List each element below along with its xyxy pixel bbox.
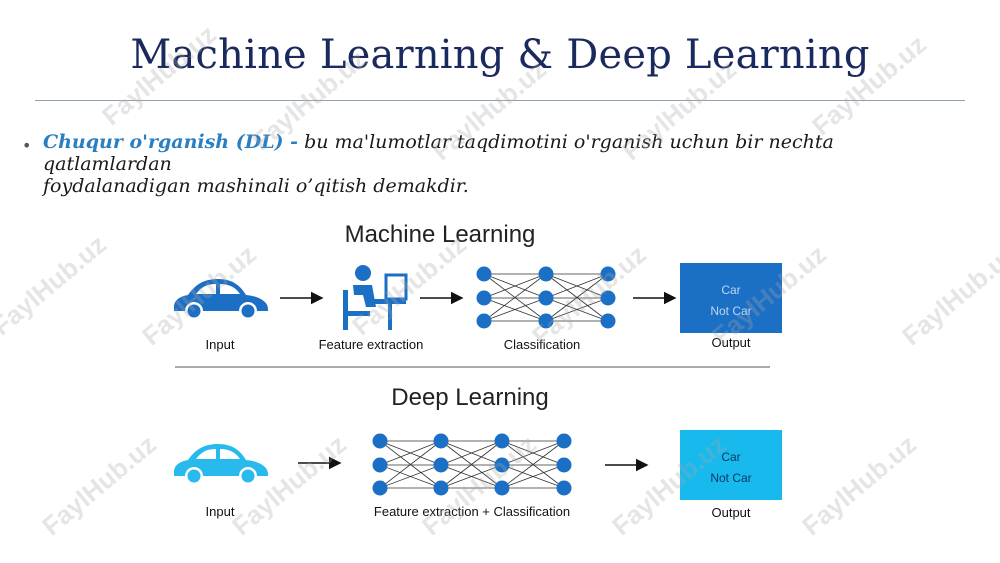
- dl-heading: Deep Learning: [391, 384, 548, 411]
- ml-output-label: Output: [711, 335, 750, 350]
- network-node: [538, 266, 554, 282]
- network-node: [600, 290, 616, 306]
- ml-heading: Machine Learning: [345, 221, 536, 248]
- network-connection: [501, 440, 565, 466]
- network-node: [600, 266, 616, 282]
- dl-input-label: Input: [206, 504, 235, 519]
- network-node: [556, 433, 572, 449]
- network-node: [433, 433, 449, 449]
- network-connection: [440, 464, 503, 489]
- watermark: FaylHub.uz: [0, 229, 112, 342]
- network-connection: [379, 440, 442, 466]
- ml-classification-label: Classification: [504, 337, 581, 352]
- ml-input-label: Input: [206, 337, 235, 352]
- network-node: [556, 457, 572, 473]
- network-connection: [483, 273, 547, 322]
- bullet-paragraph: Chuqur o'rganish (DL) - bu ma'lumotlar t…: [43, 131, 943, 197]
- ml-neural-network-icon: [476, 266, 616, 329]
- watermark: FaylHub.uz: [36, 429, 162, 542]
- bullet-text-line2: foydalanadigan mashinali o’qitish demakd…: [43, 175, 469, 197]
- slide-title: Machine Learning & Deep Learning: [130, 32, 870, 78]
- ml-output-car: Car: [721, 283, 740, 297]
- network-connection: [501, 464, 565, 489]
- ml-vs-dl-diagram: Machine Learning Input Feature extractio…: [150, 215, 850, 540]
- network-connection: [440, 440, 503, 466]
- car-icon: [174, 279, 268, 320]
- network-node: [538, 313, 554, 329]
- dl-output-box: [680, 430, 782, 500]
- title-divider: [35, 100, 965, 101]
- dl-output-label: Output: [711, 505, 750, 520]
- ml-output-box: [680, 263, 782, 333]
- network-node: [372, 457, 388, 473]
- dl-feature-classification-label: Feature extraction + Classification: [374, 504, 570, 519]
- network-connection: [379, 464, 442, 489]
- network-connection: [545, 297, 609, 322]
- network-node: [600, 313, 616, 329]
- bullet-marker: •: [22, 136, 32, 155]
- ml-feature-label: Feature extraction: [319, 337, 424, 352]
- network-node: [476, 313, 492, 329]
- network-connection: [545, 273, 609, 299]
- bullet-text-line1: bu ma'lumotlar taqdimotini o'rganish uch…: [43, 131, 834, 175]
- network-connection: [483, 297, 547, 322]
- network-node: [372, 480, 388, 496]
- network-node: [476, 266, 492, 282]
- network-connection: [501, 440, 565, 489]
- network-node: [494, 433, 510, 449]
- dl-neural-network-icon: [372, 433, 572, 496]
- network-node: [476, 290, 492, 306]
- bullet-term: Chuqur o'rganish (DL) -: [43, 131, 299, 153]
- network-node: [433, 480, 449, 496]
- network-node: [538, 290, 554, 306]
- network-connection: [483, 273, 547, 299]
- network-node: [372, 433, 388, 449]
- network-node: [556, 480, 572, 496]
- network-node: [494, 457, 510, 473]
- watermark: FaylHub.uz: [896, 239, 1000, 352]
- person-at-desk-icon: [343, 265, 408, 330]
- network-node: [433, 457, 449, 473]
- ml-output-not-car: Not Car: [710, 304, 751, 318]
- dl-output-car: Car: [721, 450, 740, 464]
- network-connection: [440, 440, 503, 489]
- network-node: [494, 480, 510, 496]
- network-connection: [379, 440, 442, 489]
- network-connection: [545, 273, 609, 322]
- car-icon: [174, 444, 268, 485]
- dl-output-not-car: Not Car: [710, 471, 751, 485]
